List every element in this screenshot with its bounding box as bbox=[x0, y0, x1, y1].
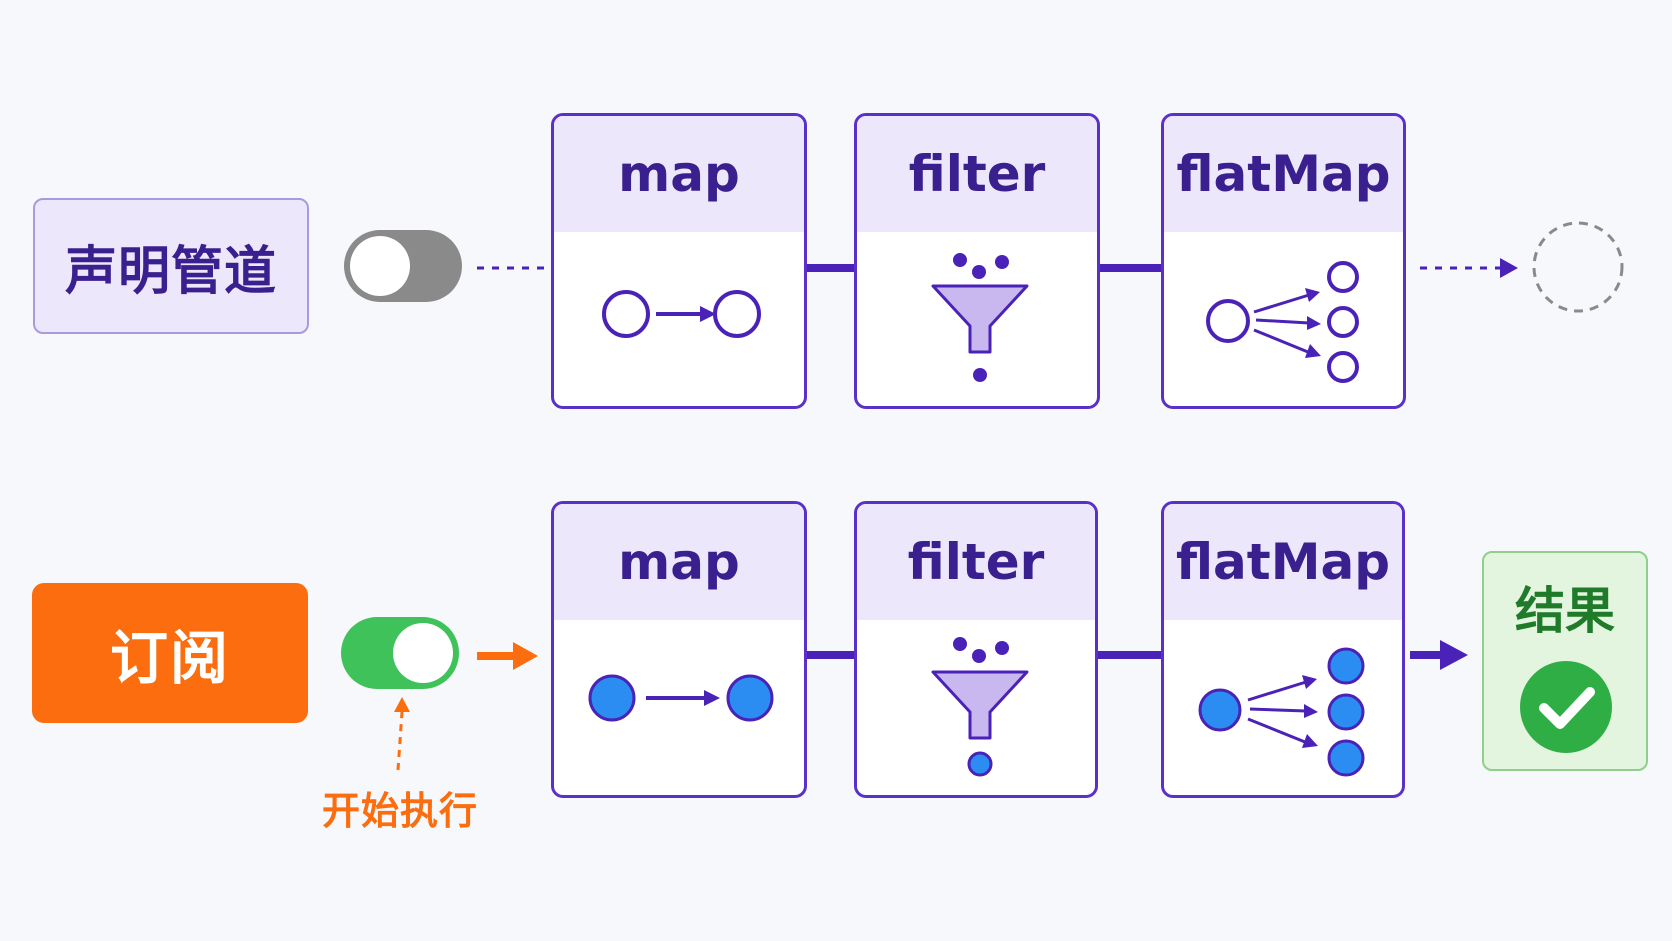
declare-pipeline-label: 声明管道 bbox=[33, 198, 309, 334]
toggle-on-icon[interactable] bbox=[341, 617, 459, 689]
fan-out-icon bbox=[1206, 261, 1359, 383]
operator-filter-declared: filter bbox=[854, 113, 1100, 409]
arrow-icon bbox=[513, 642, 538, 670]
start-execution-annotation: 开始执行 bbox=[322, 789, 479, 833]
operator-map-active: map bbox=[551, 501, 807, 798]
arrow-icon bbox=[1440, 640, 1468, 670]
toggle-off-icon[interactable] bbox=[344, 230, 462, 302]
operator-flatmap-active: flatMap bbox=[1161, 501, 1405, 798]
arrow-icon bbox=[1500, 258, 1518, 278]
toggle-knob bbox=[350, 236, 410, 296]
check-circle-icon bbox=[1520, 661, 1612, 753]
operator-title: flatMap bbox=[1164, 116, 1403, 232]
operator-title: filter bbox=[857, 504, 1095, 620]
result-box: 结果 bbox=[1482, 551, 1648, 771]
operator-title: map bbox=[554, 504, 804, 620]
map-icon bbox=[602, 290, 761, 338]
empty-circle-icon bbox=[1532, 221, 1624, 313]
operator-title: map bbox=[554, 116, 804, 232]
operator-map-declared: map bbox=[551, 113, 807, 409]
toggle-knob bbox=[393, 623, 453, 683]
fan-out-icon bbox=[1198, 647, 1365, 777]
arrow-icon bbox=[394, 697, 410, 712]
funnel-icon bbox=[931, 253, 1029, 382]
operator-flatmap-declared: flatMap bbox=[1161, 113, 1406, 409]
operator-title: flatMap bbox=[1164, 504, 1402, 620]
map-icon bbox=[588, 674, 774, 722]
operator-filter-active: filter bbox=[854, 501, 1098, 798]
annotation-arrow bbox=[396, 711, 404, 771]
result-label: 结果 bbox=[1515, 582, 1615, 640]
operator-title: filter bbox=[857, 116, 1097, 232]
funnel-icon bbox=[931, 637, 1029, 777]
subscribe-button[interactable]: 订阅 bbox=[32, 583, 308, 723]
